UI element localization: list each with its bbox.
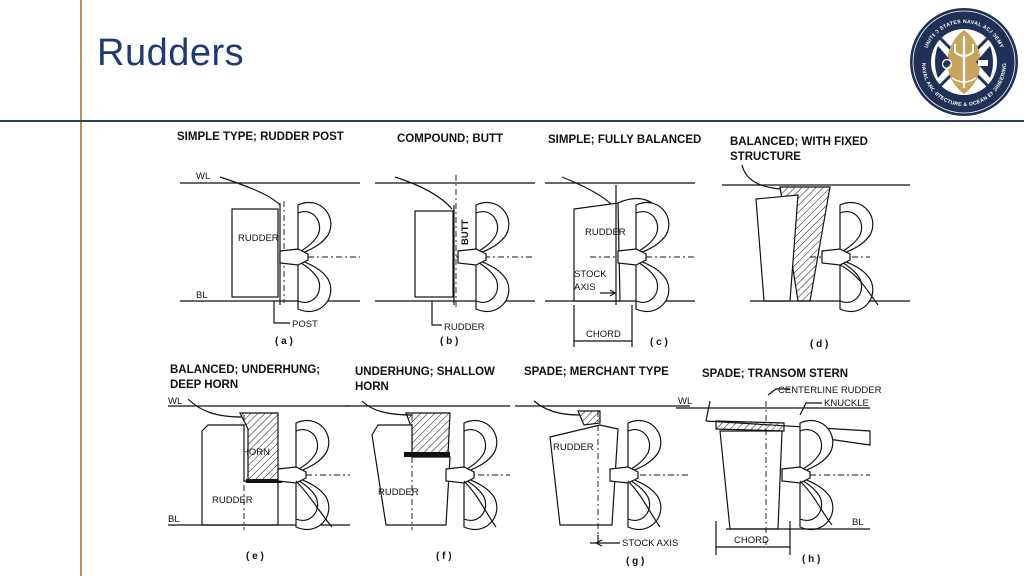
panel-d: BALANCED; WITH FIXED STRUCTURE ( d ): [722, 136, 910, 350]
panel-a-wl-label: WL: [196, 171, 210, 182]
panel-h-knuckle-label: KNUCKLE: [824, 398, 869, 409]
panel-h-title: SPADE; TRANSOM STERN: [702, 368, 848, 380]
panel-h-wl-label: WL: [678, 396, 692, 407]
panel-e-caption: ( e ): [246, 551, 264, 562]
panel-a-post-label: POST: [292, 319, 318, 330]
panel-f-title-line2: HORN: [355, 381, 389, 393]
panel-b-rudder-label: RUDDER: [444, 322, 485, 333]
panel-f-caption: ( f ): [436, 551, 452, 562]
panel-g: SPADE; MERCHANT TYPE RUDDER STOCK AXIS (…: [515, 366, 690, 567]
panel-h: SPADE; TRANSOM STERN WL CENTERLINE RUDDE…: [676, 368, 882, 565]
panel-c-stock-label: STOCK: [574, 269, 607, 280]
panel-b-title: COMPOUND; BUTT: [397, 133, 503, 145]
panel-f: UNDERHUNG; SHALLOW HORN RUDDER ( f ): [345, 366, 510, 562]
panel-c-axis-label: AXIS: [574, 282, 596, 293]
panel-a-rudder-label: RUDDER: [238, 233, 279, 244]
panel-g-hull-skeg: [577, 410, 601, 426]
usna-naval-architecture-seal: UNITED STATES NAVAL ACADEMY NAVAL ARCHIT…: [910, 8, 1018, 116]
panel-e-bl-label: BL: [168, 514, 180, 525]
panel-a-bl-label: BL: [196, 290, 208, 301]
panel-g-rudder-label: RUDDER: [553, 442, 594, 453]
panel-b-rudder-shape: [414, 210, 454, 298]
panel-d-title-line2: STRUCTURE: [730, 151, 801, 163]
panel-a-title: SIMPLE TYPE; RUDDER POST: [177, 131, 344, 143]
panel-b: COMPOUND; BUTT BUTT RUDDER ( b ): [375, 133, 535, 347]
panel-g-stock-axis-label: STOCK AXIS: [622, 538, 678, 549]
rudder-types-diagram: SIMPLE TYPE; RUDDER POST WL BL RUDDER PO…: [168, 131, 910, 567]
panel-c-rudder-shape: [573, 202, 621, 302]
panel-g-rudder-shape: [549, 424, 619, 526]
panel-h-transom-skeg: [715, 420, 785, 432]
panel-d-caption: ( d ): [810, 339, 828, 350]
panel-d-rudder-shape: [755, 194, 799, 302]
panel-e-horn-label: HORN: [242, 447, 270, 458]
panel-a-rudder-shape: [231, 208, 279, 298]
panel-g-caption: ( g ): [626, 556, 644, 567]
panel-e-title-line1: BALANCED; UNDERHUNG;: [170, 364, 320, 376]
panel-a-caption: ( a ): [275, 336, 293, 347]
panel-h-chord-label: CHORD: [734, 535, 769, 546]
panel-c: SIMPLE; FULLY BALANCED RUDDER STOCK AXIS…: [545, 134, 701, 348]
panel-c-chord-label: CHORD: [586, 329, 621, 340]
panel-c-caption: ( c ): [650, 337, 668, 348]
header-rule: [0, 120, 1024, 122]
panel-h-bl-label: BL: [852, 517, 864, 528]
slide-title: Rudders: [97, 32, 245, 74]
panel-e-rudder-label: RUDDER: [212, 495, 253, 506]
panel-h-caption: ( h ): [802, 554, 820, 565]
panel-e-wl-label: WL: [168, 396, 182, 407]
panel-g-title: SPADE; MERCHANT TYPE: [524, 366, 669, 378]
panel-f-rudder-label: RUDDER: [378, 487, 419, 498]
panel-c-title: SIMPLE; FULLY BALANCED: [548, 134, 701, 146]
panel-h-centerline-rudder-label: CENTERLINE RUDDER: [778, 385, 882, 396]
panel-e-title-line2: DEEP HORN: [170, 379, 238, 391]
panel-d-title-line1: BALANCED; WITH FIXED: [730, 136, 868, 148]
panel-b-butt-label: BUTT: [460, 219, 471, 245]
vertical-accent-line: [80, 0, 82, 576]
panel-f-title-line1: UNDERHUNG; SHALLOW: [355, 366, 495, 378]
panel-c-rudder-label: RUDDER: [585, 227, 626, 238]
panel-h-rudder-shape: [719, 430, 783, 530]
panel-a: SIMPLE TYPE; RUDDER POST WL BL RUDDER PO…: [177, 131, 360, 347]
panel-b-caption: ( b ): [440, 336, 458, 347]
panel-e: BALANCED; UNDERHUNG; DEEP HORN WL HORN R…: [168, 364, 350, 562]
